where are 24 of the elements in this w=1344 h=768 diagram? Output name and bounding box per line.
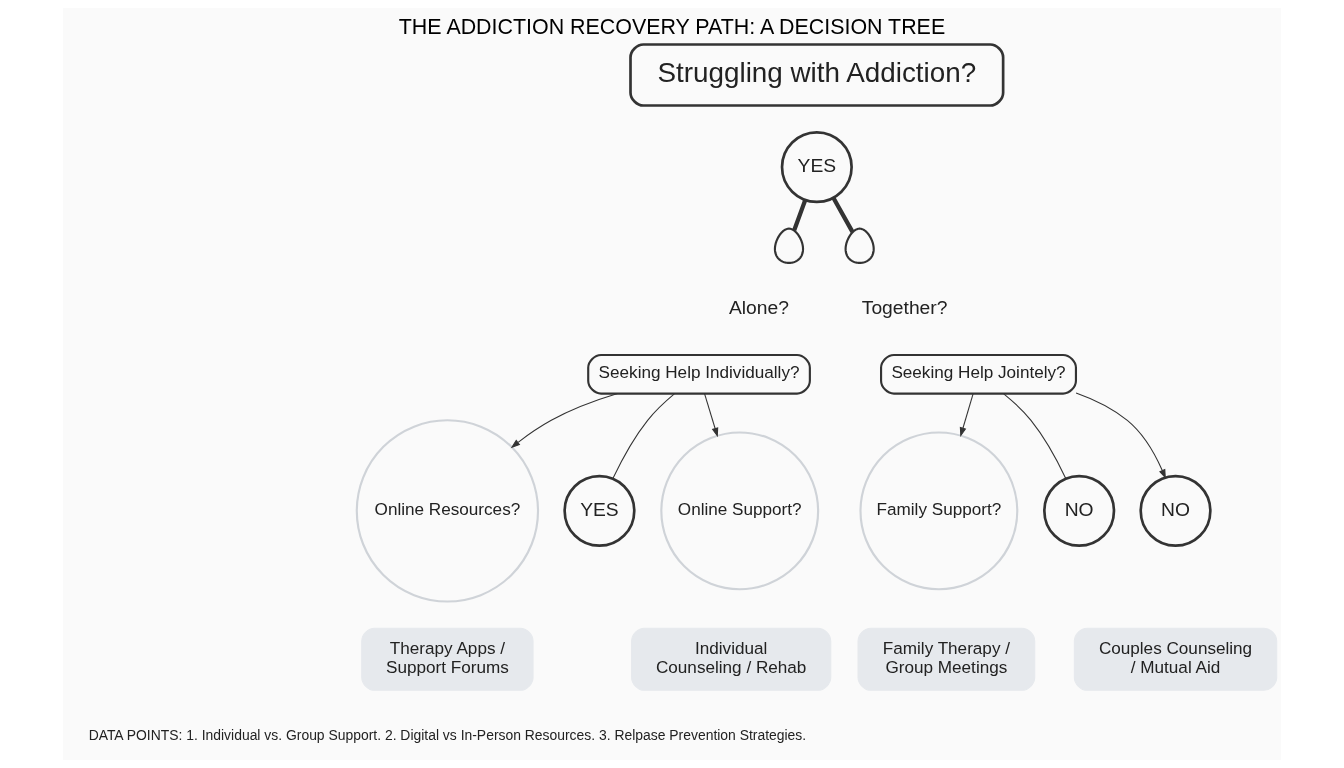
- diagram-title: THE ADDICTION RECOVERY PATH: A DECISION TREE: [398, 14, 946, 39]
- arrow: [1075, 392, 1166, 480]
- node-circle: NO: [1139, 474, 1212, 548]
- node-circle: Online Support?: [660, 431, 820, 591]
- connector: [1003, 393, 1067, 480]
- node-box: Seeking Help Jointely?: [880, 353, 1077, 395]
- arrow: [510, 393, 619, 449]
- node-person: [844, 227, 875, 264]
- node-circle: Family Support?: [859, 431, 1019, 591]
- label: Alone?: [729, 296, 789, 318]
- label: Together?: [861, 296, 948, 318]
- caption: DATA POINTS: 1. Individual vs. Group Support. 2. Digital vs In-Person Resources. 3. Relpase Prevention Strategies.: [88, 726, 807, 743]
- node-circle: YES: [563, 474, 636, 548]
- connector: [831, 196, 855, 233]
- connector: [612, 393, 675, 479]
- node-circle: Online Resources?: [355, 419, 540, 603]
- node-person: [773, 227, 805, 264]
- arrow: [704, 393, 719, 438]
- node-box: Seeking Help Individually?: [587, 353, 811, 395]
- node-circle: YES: [780, 130, 853, 204]
- connector: [792, 199, 808, 232]
- node-circle: NO: [1043, 474, 1116, 548]
- arrow: [959, 393, 974, 438]
- node-box: Struggling with Addiction?: [629, 43, 1005, 107]
